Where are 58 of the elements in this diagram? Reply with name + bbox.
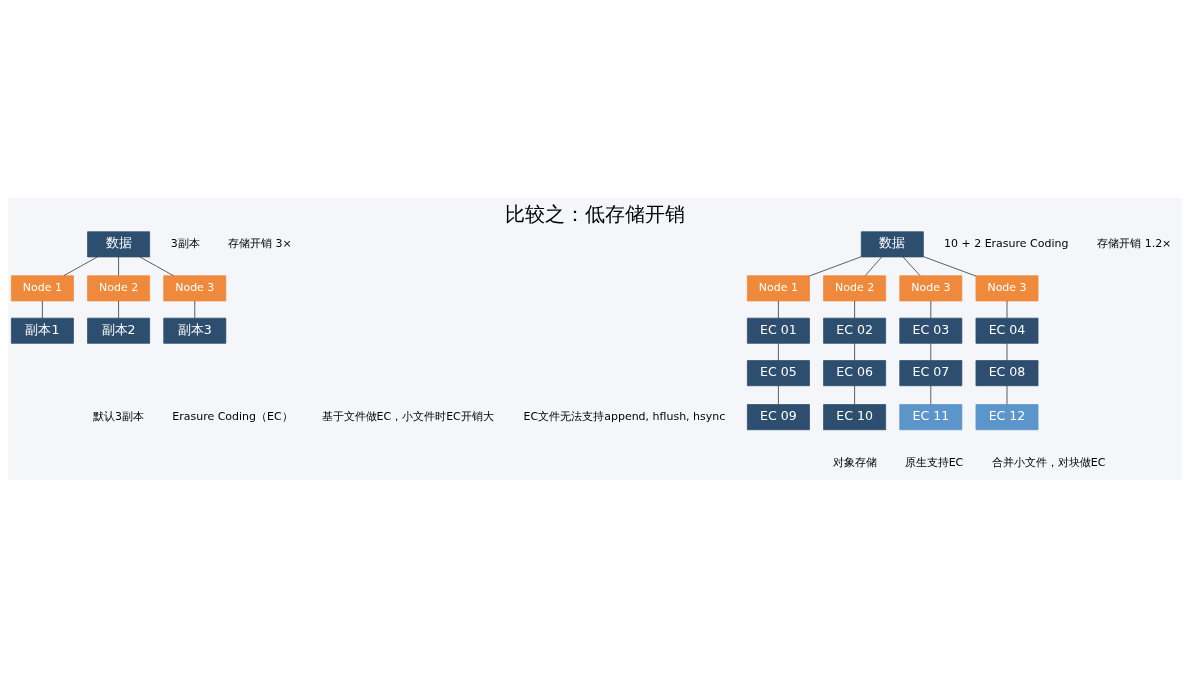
connector (42, 300, 43, 319)
node-box: Node 3 (163, 275, 227, 302)
label: EC文件无法支持append, hflush, hsync (523, 410, 726, 424)
node-box: EC 12 (975, 404, 1039, 431)
connector (809, 256, 862, 277)
diagram-title: 比较之：低存储开销 (505, 201, 685, 226)
connector (778, 342, 779, 361)
label: 对象存储 (832, 455, 877, 469)
node-box: EC 03 (899, 317, 963, 344)
connector (118, 256, 119, 276)
connector (854, 300, 855, 319)
label: 10 + 2 Erasure Coding (944, 237, 1069, 251)
label: Erasure Coding（EC） (172, 410, 293, 424)
node-box: EC 01 (747, 317, 810, 344)
label: 合并小文件，对块做EC (991, 455, 1106, 469)
node-box: 副本2 (87, 317, 150, 344)
connector (1006, 385, 1008, 405)
node-box: EC 11 (899, 404, 963, 431)
connector (930, 342, 932, 361)
connector (854, 342, 855, 361)
node-box: 副本3 (163, 317, 227, 344)
label: 3副本 (170, 237, 200, 251)
connector (139, 256, 174, 277)
label: 默认3副本 (93, 410, 145, 424)
node-box: Node 2 (87, 275, 150, 302)
connector (118, 300, 119, 319)
node-box: EC 02 (823, 317, 887, 344)
label: 存储开销 1.2× (1097, 237, 1172, 251)
label: 存储开销 3× (228, 237, 292, 251)
node-box: EC 10 (823, 404, 887, 431)
node-box: EC 09 (747, 404, 810, 431)
connector (1006, 342, 1008, 361)
connector (864, 256, 883, 276)
connector (854, 385, 855, 405)
node-box: Node 3 (975, 275, 1039, 302)
node-box: EC 08 (975, 360, 1039, 387)
connector (930, 385, 932, 405)
node-box: 数据 (860, 231, 924, 258)
node-box: 副本1 (10, 317, 74, 344)
node-box: 数据 (87, 231, 150, 258)
connector (194, 300, 196, 319)
node-box: Node 1 (747, 275, 810, 302)
node-box: Node 1 (10, 275, 74, 302)
connector (1006, 300, 1008, 319)
connector (778, 385, 779, 405)
connector (902, 256, 921, 276)
connector (63, 256, 98, 277)
node-box: EC 04 (975, 317, 1039, 344)
connector (922, 256, 977, 277)
node-box: EC 06 (823, 360, 887, 387)
node-box: Node 2 (823, 275, 887, 302)
node-box: EC 07 (899, 360, 963, 387)
node-box: Node 3 (899, 275, 963, 302)
label: 原生支持EC (904, 455, 964, 469)
node-box: EC 05 (747, 360, 810, 387)
connector (778, 300, 779, 319)
connector (930, 300, 932, 319)
label: 基于文件做EC，小文件时EC开销大 (321, 410, 494, 424)
